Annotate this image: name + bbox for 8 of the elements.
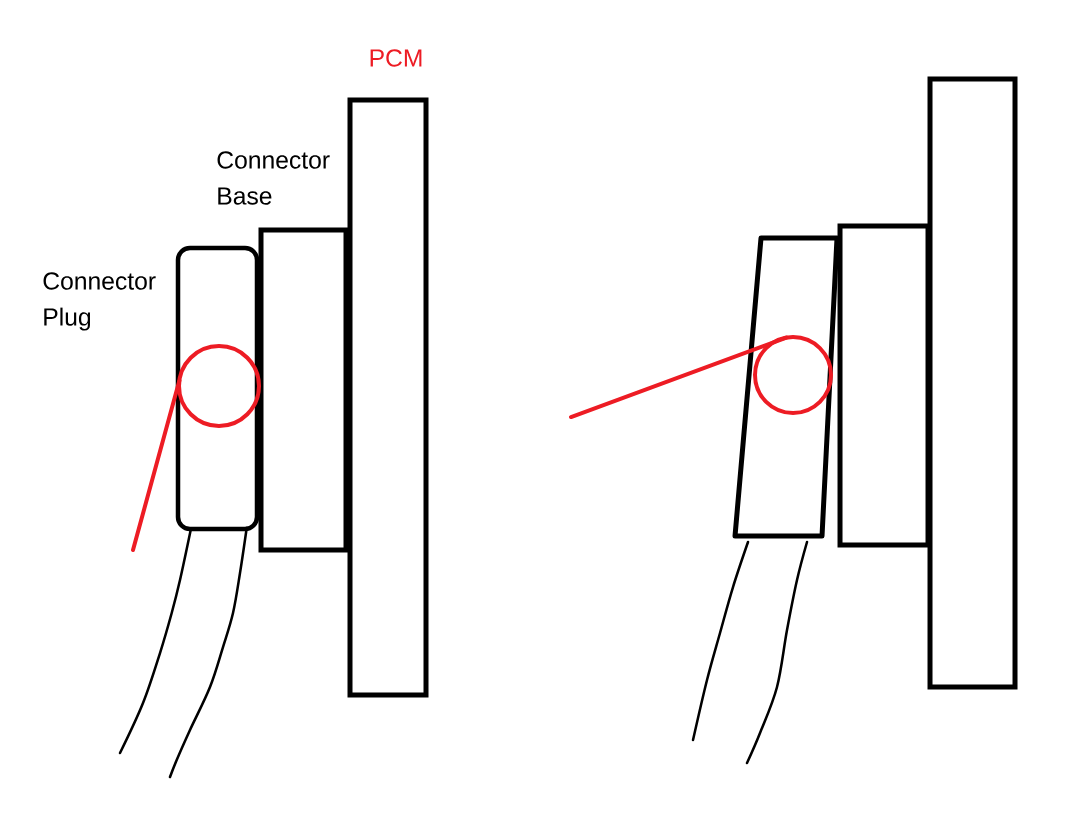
box-label: Connector Base [217, 151, 330, 205]
box-label: Connector Plug [43, 272, 156, 331]
box-label: PCM [370, 49, 422, 67]
panel-box [927, 76, 1018, 690]
base-block [837, 223, 931, 548]
highlight-circle [177, 344, 261, 428]
highlight-circle [753, 335, 833, 415]
plug-block [732, 235, 840, 539]
